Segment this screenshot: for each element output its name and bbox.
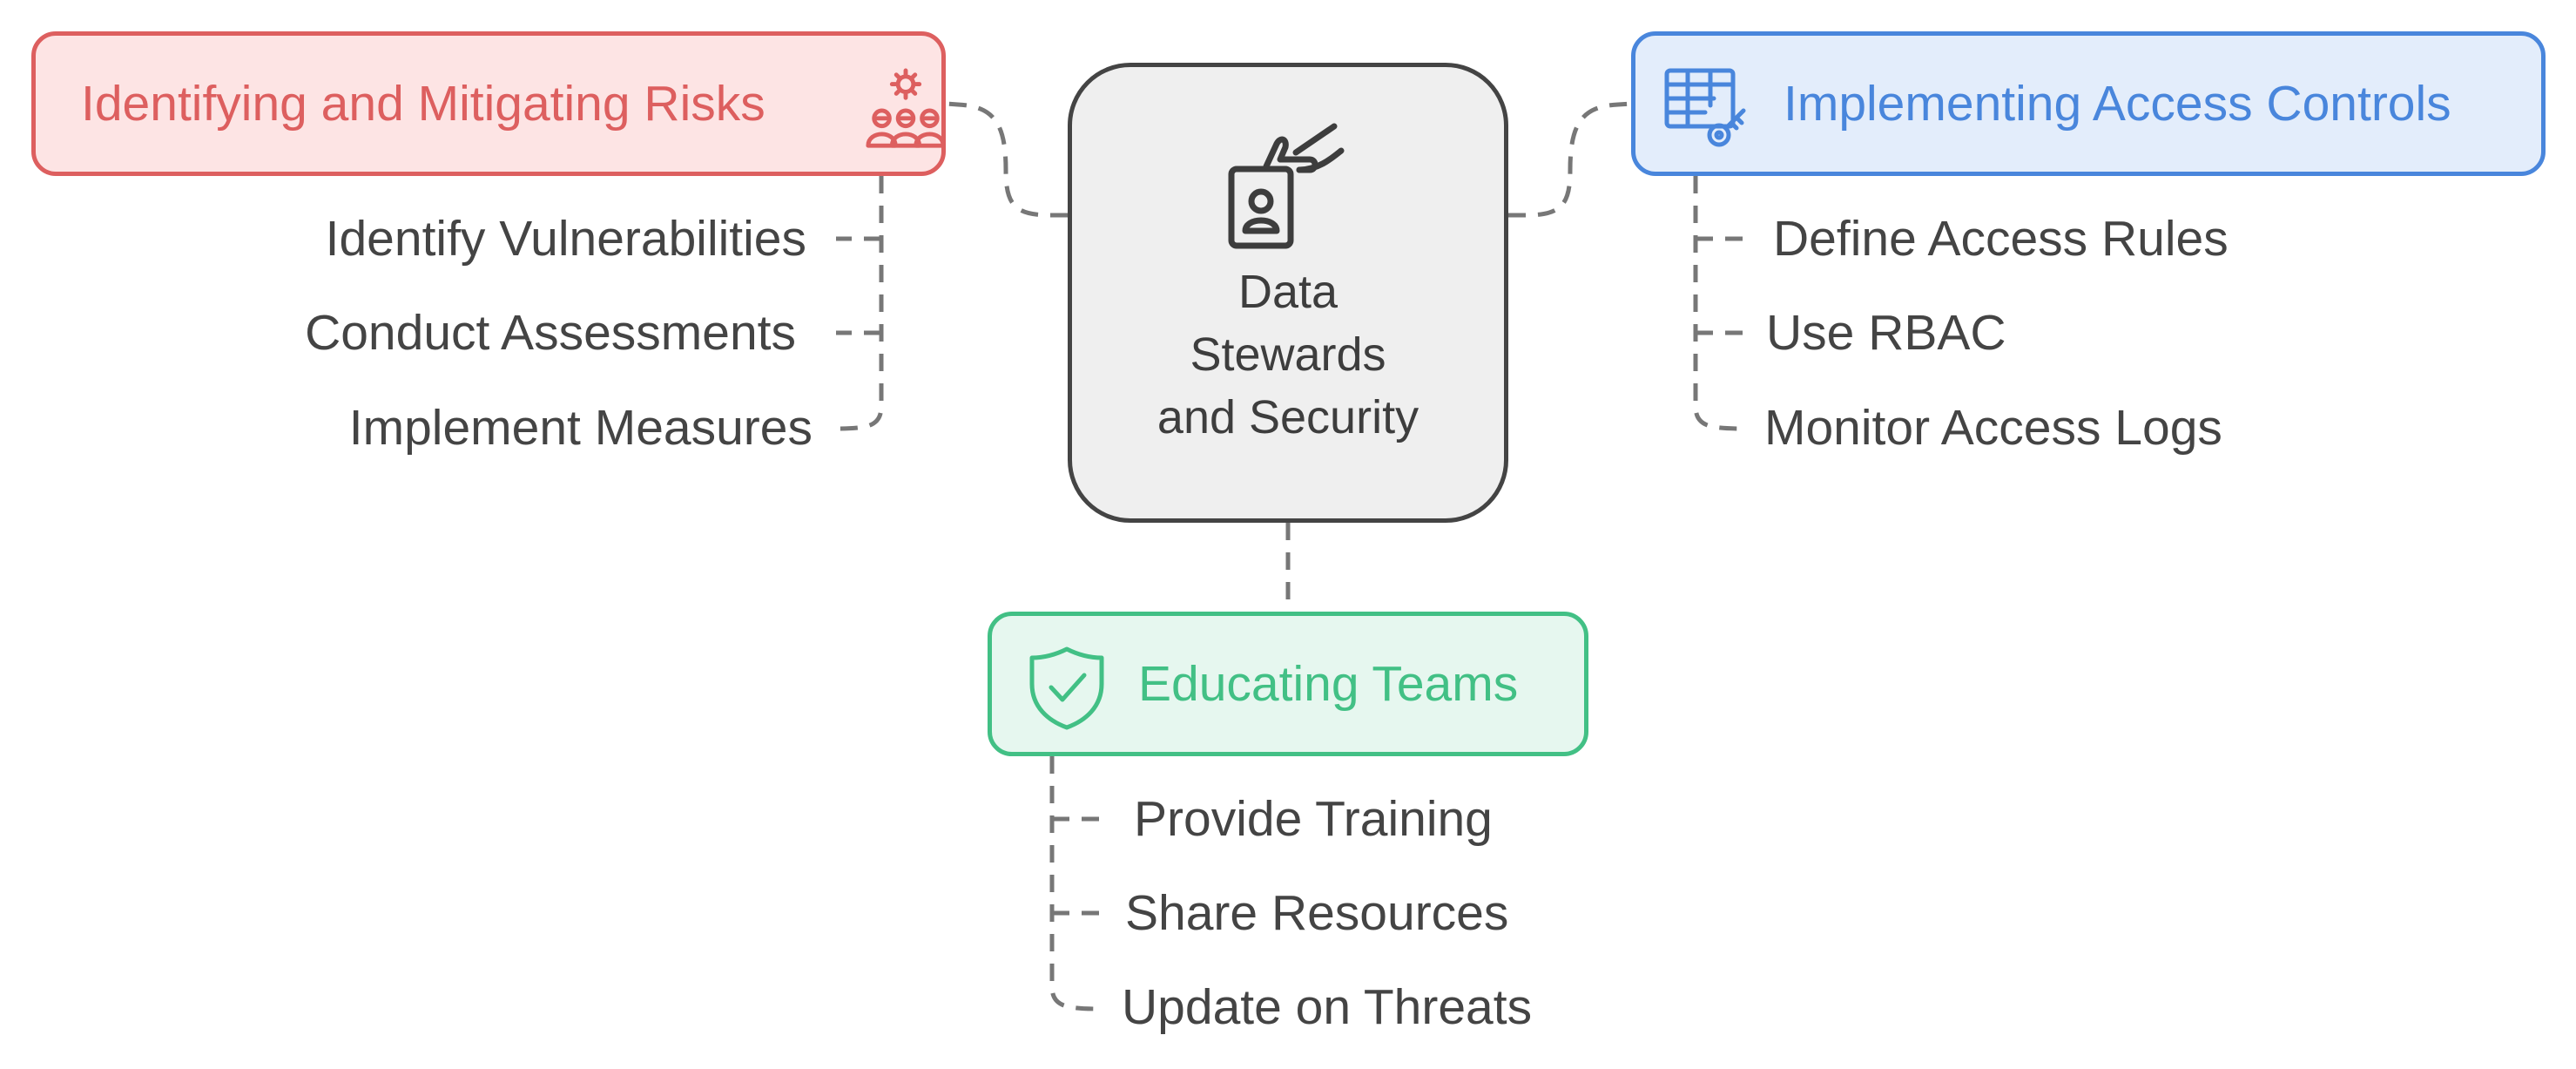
- shield-check-icon: [1029, 646, 1104, 730]
- access-item-use-rbac: Use RBAC: [1766, 305, 2006, 361]
- connector-central-to-risks: [945, 101, 1068, 218]
- risk-item-implement-measures: Implement Measures: [348, 400, 813, 456]
- connector-education-trunk: [1049, 756, 1102, 1011]
- branch-access-box: Implementing Access Controls: [1631, 31, 2546, 176]
- connector-risks-trunk: [835, 176, 884, 431]
- education-item-provide-training: Provide Training: [1134, 791, 1493, 847]
- central-title: Data Stewards and Security: [1157, 266, 1419, 443]
- connector-access-trunk: [1693, 176, 1744, 431]
- central-node: Data Stewards and Security: [1068, 63, 1508, 523]
- risk-item-conduct-assessments: Conduct Assessments: [305, 305, 796, 361]
- risk-people-icon: [866, 68, 946, 148]
- connector-central-to-access: [1508, 101, 1632, 218]
- branch-education-title: Educating Teams: [1138, 656, 1519, 712]
- branch-education-box: Educating Teams: [988, 612, 1588, 756]
- education-item-share-resources: Share Resources: [1125, 885, 1509, 941]
- branch-access-title: Implementing Access Controls: [1784, 76, 2451, 132]
- education-item-update-on-threats: Update on Threats: [1122, 979, 1533, 1035]
- branch-risks-box: Identifying and Mitigating Risks: [31, 31, 946, 176]
- branch-risks-title: Identifying and Mitigating Risks: [81, 76, 765, 132]
- id-card-hand-icon: [1228, 123, 1345, 249]
- risk-item-identify-vulnerabilities: Identify Vulnerabilities: [325, 211, 806, 267]
- access-item-monitor-access-logs: Monitor Access Logs: [1764, 400, 2222, 456]
- access-item-define-access-rules: Define Access Rules: [1773, 211, 2229, 267]
- table-key-icon: [1664, 68, 1746, 147]
